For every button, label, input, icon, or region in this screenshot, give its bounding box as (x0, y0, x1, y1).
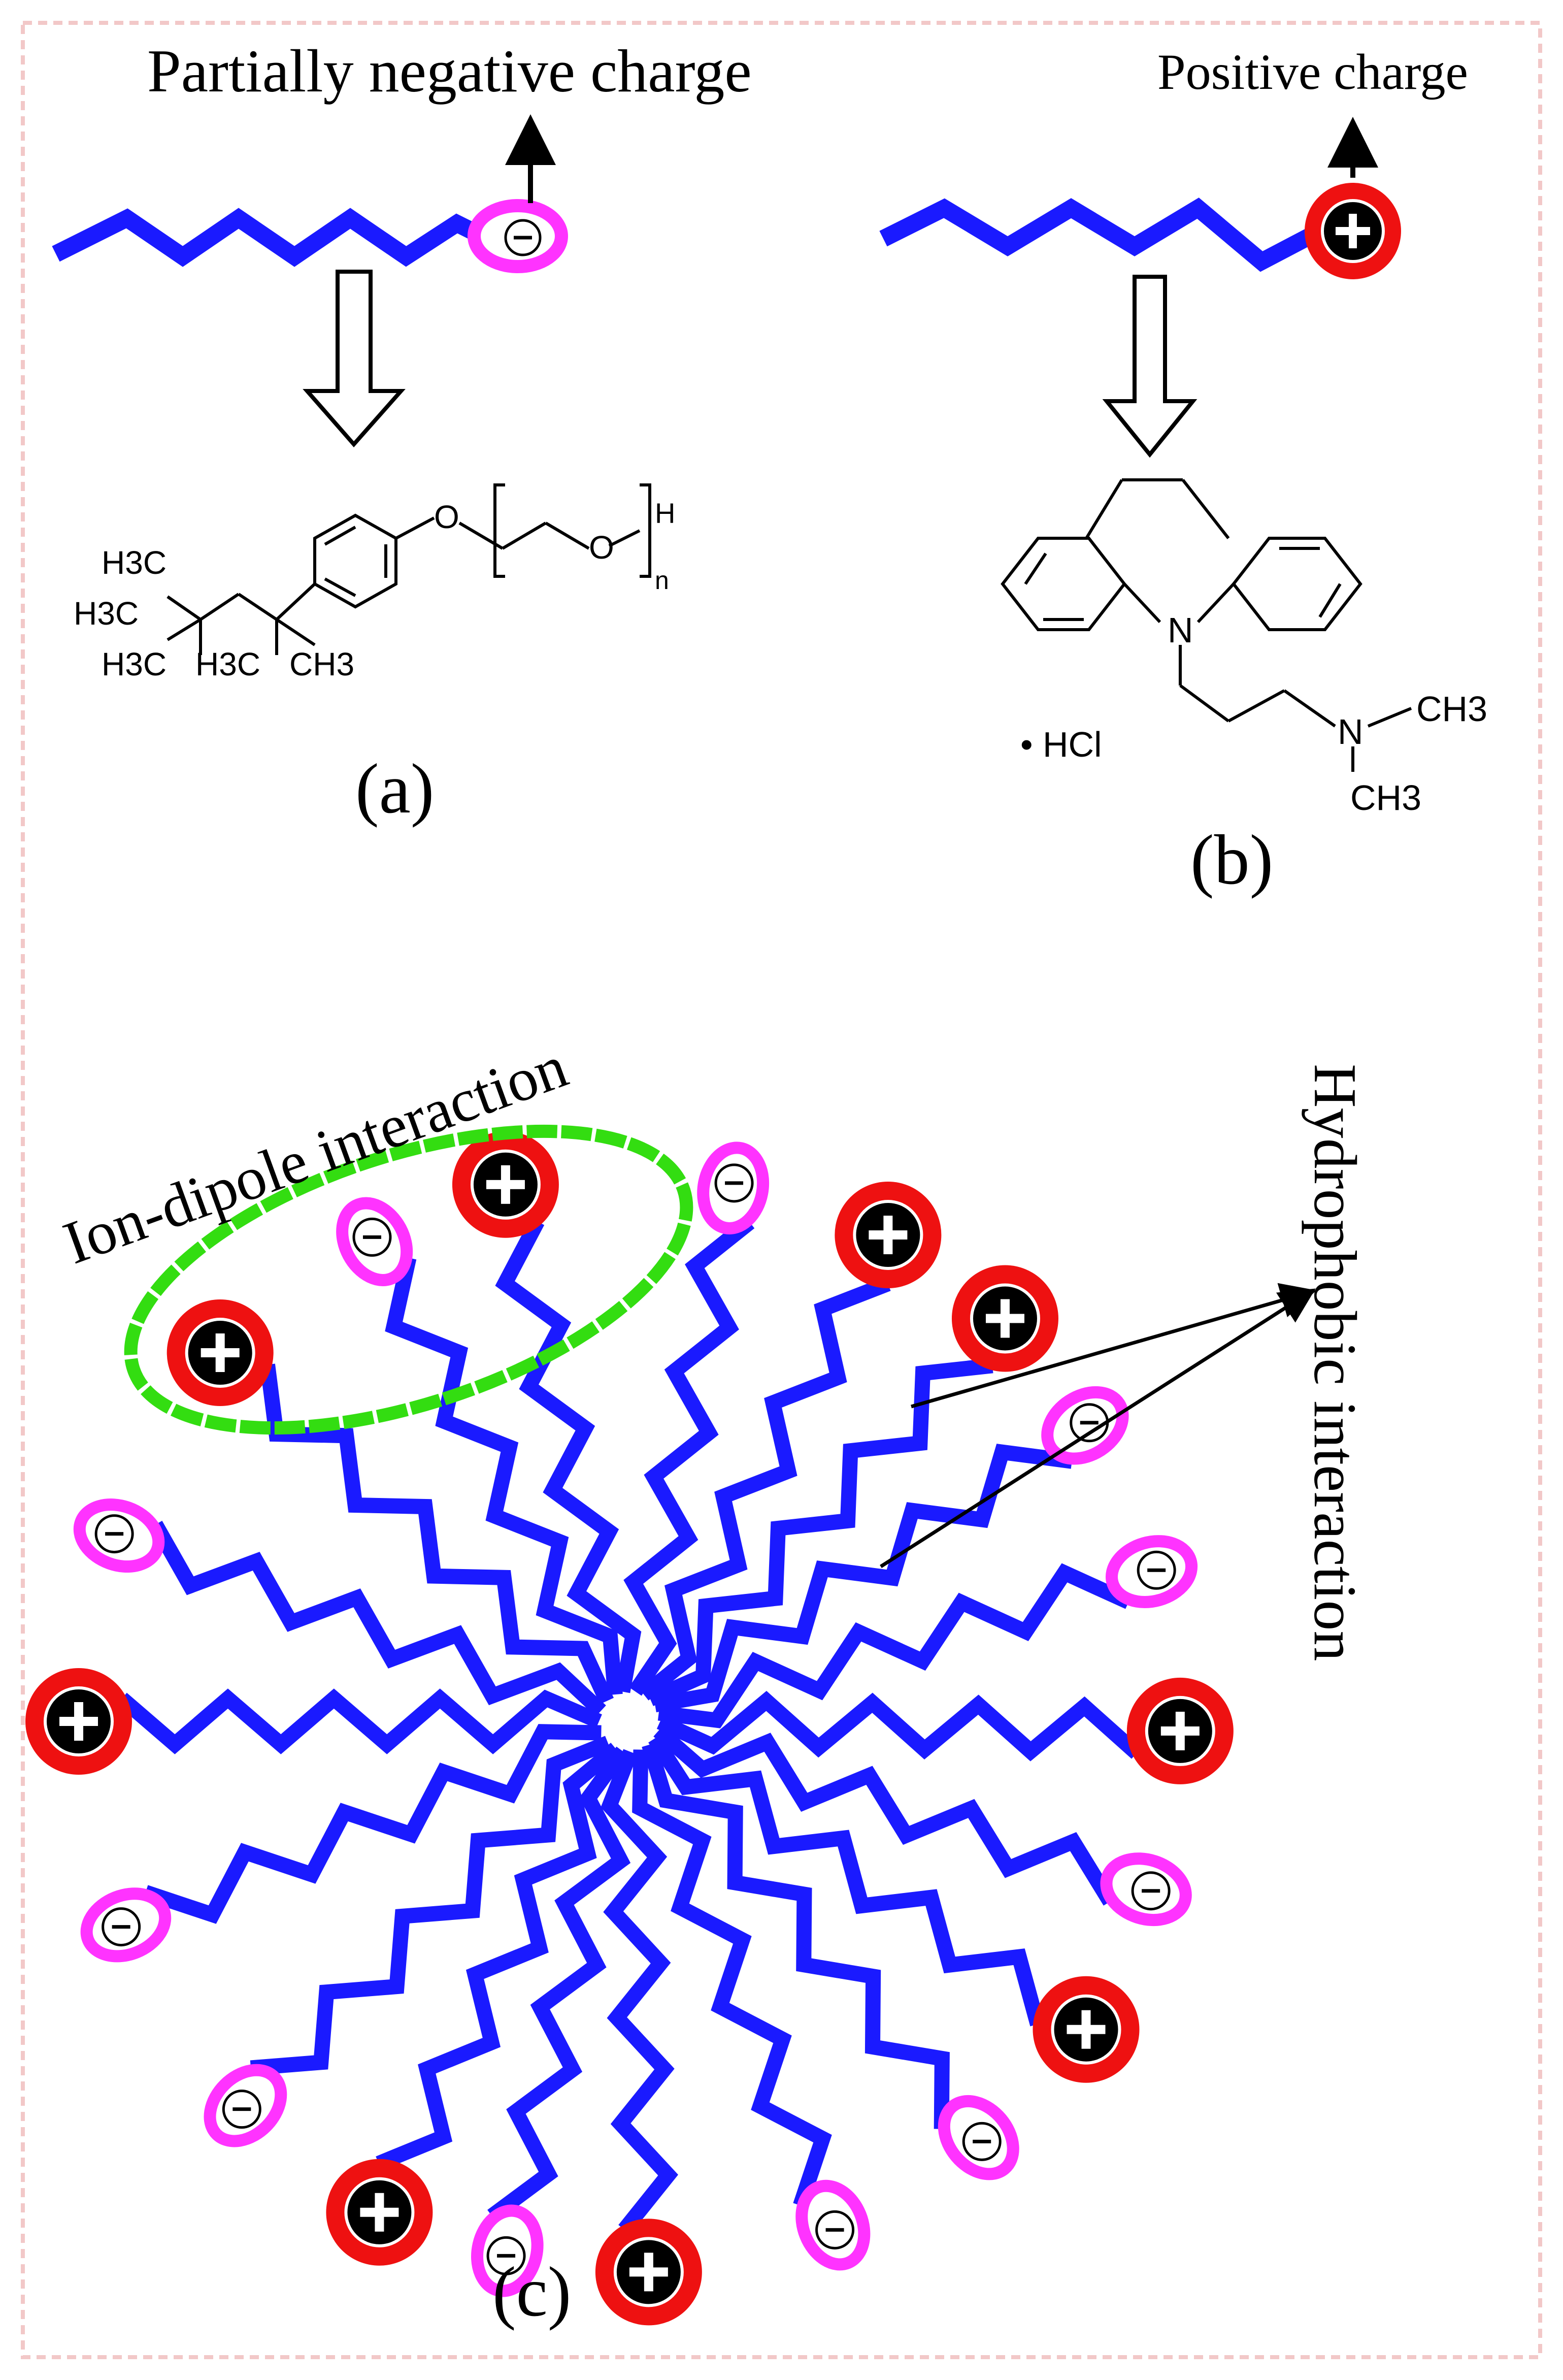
surfactant-chain-b (879, 198, 1319, 272)
micelle-chain-6 (117, 1688, 602, 1754)
positive-headgroup-19 (951, 1265, 1058, 1372)
micelle-chain-14 (648, 1734, 1045, 2027)
negative-headgroup-12 (795, 2179, 871, 2271)
positive-headgroup-0 (835, 1182, 942, 1289)
micelle-chain-16 (656, 1690, 1142, 1762)
micelle-chain-12 (632, 1749, 832, 2208)
surfactant-chain-a (52, 208, 481, 267)
panel-b-label: (b) (1190, 821, 1273, 899)
negative-headgroup-10 (471, 2204, 544, 2297)
amine-nitrogen-label: N (1338, 712, 1364, 752)
partial-negative-label: Partially negative charge (147, 37, 752, 105)
hydrogen-label: H (655, 497, 675, 529)
page-border (21, 21, 1542, 2359)
positive-headgroup-16 (1126, 1677, 1234, 1784)
imipramine-structure (1001, 478, 1412, 772)
hydrophobic-arrow-2 (880, 1288, 1316, 1568)
micelle-chain-18 (653, 1444, 1073, 1713)
positive-headgroup-6 (25, 1668, 132, 1775)
negative-headgroup-a (468, 199, 568, 273)
micelle-chain-0 (639, 1277, 891, 1701)
triton-structure (167, 483, 651, 655)
micelle-chain-9 (376, 1742, 621, 2171)
micelle-chain-2 (495, 1218, 642, 1693)
negative-headgroup-17 (1106, 1535, 1198, 1609)
positive-headgroup-b (1305, 183, 1401, 279)
negative-headgroup-8 (204, 2064, 287, 2147)
panel-b: Positive charge N N CH3 CH3 • HC (879, 44, 1487, 899)
positive-headgroup-4 (167, 1299, 274, 1406)
negative-headgroup-7 (80, 1887, 172, 1963)
micelle-chain-19 (647, 1358, 993, 1706)
negative-headgroup-1 (697, 1142, 770, 1234)
negative-headgroup-18 (1041, 1386, 1129, 1465)
repeat-n-label: n (655, 566, 669, 595)
ion-dipole-outline (124, 1124, 693, 1435)
micelle-chain-5 (149, 1520, 606, 1717)
h3c-label-3: H3C (102, 646, 167, 682)
hcl-label: • HCl (1020, 725, 1102, 764)
oxygen-label-2: O (589, 529, 614, 566)
negative-headgroup-13 (938, 2095, 1019, 2180)
ch3-bottom-label: CH3 (1350, 778, 1421, 818)
h3c-label-1: H3C (102, 544, 167, 581)
panel-a-label: (a) (355, 749, 434, 828)
positive-headgroup-11 (595, 2219, 702, 2326)
micelle-chain-11 (601, 1749, 678, 2235)
positive-headgroup-9 (326, 2159, 433, 2266)
ch3-label-a: CH3 (289, 646, 354, 682)
h3c-label-4: H3C (195, 646, 260, 682)
panel-a: Partially negative charge H3C H3 (52, 37, 752, 828)
micelle-chain-15 (653, 1725, 1117, 1906)
panel-c-label: (c) (492, 2253, 571, 2331)
positive-headgroup-14 (1033, 1976, 1140, 2083)
negative-headgroup-5 (73, 1498, 165, 1573)
ring-nitrogen-label: N (1168, 610, 1193, 650)
micelle-chain-7 (143, 1724, 602, 1924)
hollow-arrow-b (1102, 275, 1198, 458)
micelle-chain-4 (260, 1363, 614, 1705)
positive-headgroup-2 (452, 1131, 559, 1238)
micelle-chain-10 (487, 1746, 631, 2223)
negative-headgroup-15 (1100, 1852, 1192, 1927)
micelle-chain-1 (623, 1216, 755, 1696)
positive-charge-label: Positive charge (1157, 44, 1468, 100)
micelle-chain-3 (385, 1256, 623, 1696)
ch3-top-label: CH3 (1416, 689, 1487, 729)
panel-c: Ion-dipole interaction Hydrophobic inter… (25, 1032, 1369, 2331)
micelle (25, 1131, 1234, 2326)
hydrophobic-arrow-1 (911, 1283, 1317, 1409)
micelle-chain-8 (250, 1736, 611, 2076)
h3c-label-2: H3C (74, 595, 139, 632)
hollow-arrow-a (303, 270, 406, 448)
negative-headgroup-3 (336, 1197, 413, 1286)
hydrophobic-label: Hydrophobic interaction (1302, 1064, 1369, 1661)
micelle-chain-17 (657, 1563, 1132, 1729)
oxygen-label-1: O (434, 499, 459, 535)
micelle-chain-13 (642, 1742, 950, 2129)
